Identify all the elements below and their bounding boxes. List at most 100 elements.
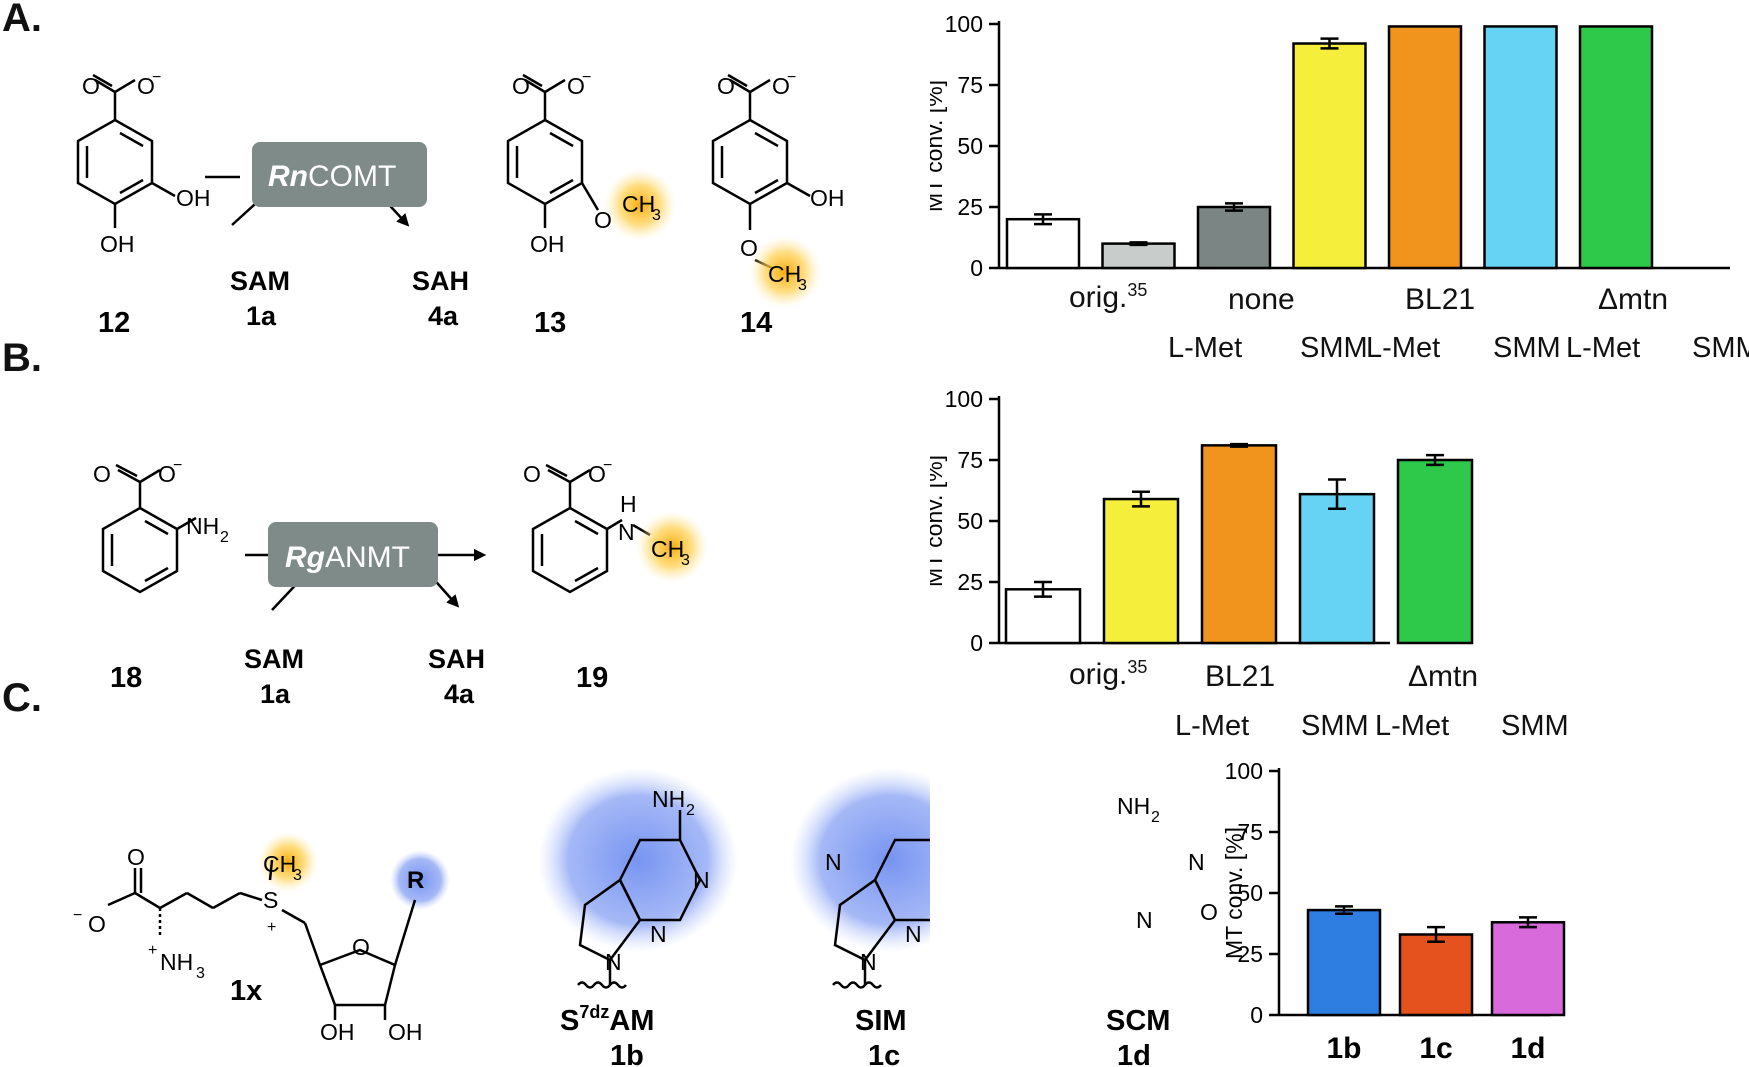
scheme-c-labels: O O − NH 3 + S + CH 3 O OH OH R 1x NH 2 … xyxy=(73,786,922,1067)
atom-label: OH xyxy=(176,185,211,211)
y-tick-label: 100 xyxy=(1225,758,1263,784)
atom-label: N xyxy=(905,921,922,947)
atom-label: OH xyxy=(810,185,845,211)
cofactor-sah-id-b: 4a xyxy=(444,679,475,709)
chart-b-group-bl21: BL21 xyxy=(1205,660,1276,693)
atom-subscript: 3 xyxy=(196,965,205,982)
y-tick-label: 25 xyxy=(957,569,983,595)
y-tick-label: 50 xyxy=(1237,880,1263,906)
chart-a-sub-lmet-none: L-Met xyxy=(1168,332,1243,364)
enzyme-label-a: RnCOMT xyxy=(268,160,396,193)
chart-a-group-orig: orig.35 xyxy=(1069,280,1148,314)
charge-label: − xyxy=(152,69,161,86)
compound-id-1d: 1d xyxy=(1117,1040,1151,1067)
compound-id-14: 14 xyxy=(740,307,772,339)
charge-label: + xyxy=(267,919,276,936)
atom-label: O xyxy=(127,844,145,870)
atom-label: N xyxy=(860,949,877,975)
chart-b-sub-smm-dmtn: SMM xyxy=(1501,710,1569,742)
charge-label: − xyxy=(73,907,82,924)
atom-subscript: 3 xyxy=(798,277,807,294)
chart-b-group-orig: orig.35 xyxy=(1069,657,1148,691)
nucleobase-highlight-1c xyxy=(790,768,930,952)
atom-label: N xyxy=(825,849,842,875)
atom-label: NH xyxy=(186,513,219,539)
chart-a-sub-lmet-dmtn: L-Met xyxy=(1566,332,1641,364)
bar-2 xyxy=(1490,921,1566,1017)
x-category-label-1: 1c xyxy=(1419,1032,1452,1065)
atom-label: N xyxy=(693,867,710,893)
r-group-highlight xyxy=(390,850,450,910)
bar-3 xyxy=(1292,42,1367,270)
methyl-highlight-14 xyxy=(749,236,821,308)
atom-label: O xyxy=(93,461,111,487)
chart-a-sub-smm-none: SMM xyxy=(1300,332,1368,364)
atom-label: CH xyxy=(768,261,801,287)
atom-label: O xyxy=(594,207,612,233)
y-tick-label: 75 xyxy=(1237,819,1263,845)
charge-label: + xyxy=(148,942,157,959)
atom-label: S xyxy=(263,887,278,913)
chart-b-sub-smm-bl21: SMM xyxy=(1301,710,1369,742)
atom-label: NH xyxy=(1117,793,1150,819)
bar-6 xyxy=(1578,25,1654,270)
scheme-b-labels: O O − NH 2 18 O O − H N CH 3 19 SAM 1a S… xyxy=(93,457,690,709)
atom-label: N xyxy=(650,921,667,947)
cofactor-sam-id-b: 1a xyxy=(260,679,291,709)
y-axis-label: MT conv. [%] xyxy=(930,80,947,212)
y-tick-label: 25 xyxy=(957,194,983,220)
atom-label: O xyxy=(88,911,106,937)
bar-4 xyxy=(1387,25,1463,270)
compound-1b-structure xyxy=(577,810,702,989)
compound-name-1d: SCM xyxy=(1106,1005,1170,1037)
charge-label: − xyxy=(173,457,182,474)
methyl-highlight-1x xyxy=(258,832,318,892)
r-group-label: R xyxy=(407,867,424,894)
compound-id-12: 12 xyxy=(98,307,130,339)
chart-b-sub-lmet-bl21: L-Met xyxy=(1175,710,1250,742)
compound-id-1c: 1c xyxy=(868,1040,900,1067)
y-tick-label: 50 xyxy=(957,508,983,534)
y-tick-label: 50 xyxy=(957,133,983,159)
cofactor-sah-id-a: 4a xyxy=(428,301,459,331)
chart-a-group-bl21: BL21 xyxy=(1405,283,1476,316)
atom-label: NH xyxy=(160,949,193,975)
compound-1x-structure xyxy=(107,859,417,1020)
compound-1d-labels: NH 2 N N O SCM 1d xyxy=(1106,793,1218,1067)
scheme-c xyxy=(107,810,930,1020)
y-tick-label: 100 xyxy=(945,386,983,412)
atom-label: CH xyxy=(651,536,684,562)
chart-b-sub-lmet-dmtn: L-Met xyxy=(1375,710,1450,742)
atom-label: O xyxy=(740,235,758,261)
panel-label-a: A. xyxy=(2,0,42,40)
enzyme-box-b xyxy=(268,522,438,587)
atom-label: CH xyxy=(622,191,655,217)
scheme-a xyxy=(76,73,811,270)
bar-0 xyxy=(1005,217,1081,270)
compound-18-structure xyxy=(101,463,197,594)
methyl-highlight-13 xyxy=(604,169,676,241)
bar-0 xyxy=(1306,908,1382,1017)
y-axis-label: MT conv. [%] xyxy=(930,455,947,587)
y-tick-label: 75 xyxy=(957,72,983,98)
compound-1c-structure xyxy=(832,838,930,989)
chart-a-sub-smm-dmtn: SMM xyxy=(1692,332,1749,364)
atom-label: O xyxy=(717,73,735,99)
compound-id-1b: 1b xyxy=(610,1040,644,1067)
bar-3 xyxy=(1298,492,1376,645)
y-tick-label: 25 xyxy=(1237,941,1263,967)
cofactor-sah-b: SAH xyxy=(428,644,485,674)
atom-label: O xyxy=(1200,899,1218,925)
cofactor-sam-id-a: 1a xyxy=(246,301,277,331)
atom-label: N xyxy=(1136,907,1153,933)
atom-subscript: 2 xyxy=(220,529,229,546)
atom-subscript: 3 xyxy=(681,552,690,569)
bar-1 xyxy=(1101,242,1176,270)
compound-19-structure xyxy=(531,463,651,594)
atom-label: O xyxy=(512,73,530,99)
bar-1 xyxy=(1398,933,1474,1017)
atom-subscript: 3 xyxy=(652,207,661,224)
x-category-label-2: 1d xyxy=(1510,1032,1545,1065)
bar-4 xyxy=(1396,458,1474,645)
